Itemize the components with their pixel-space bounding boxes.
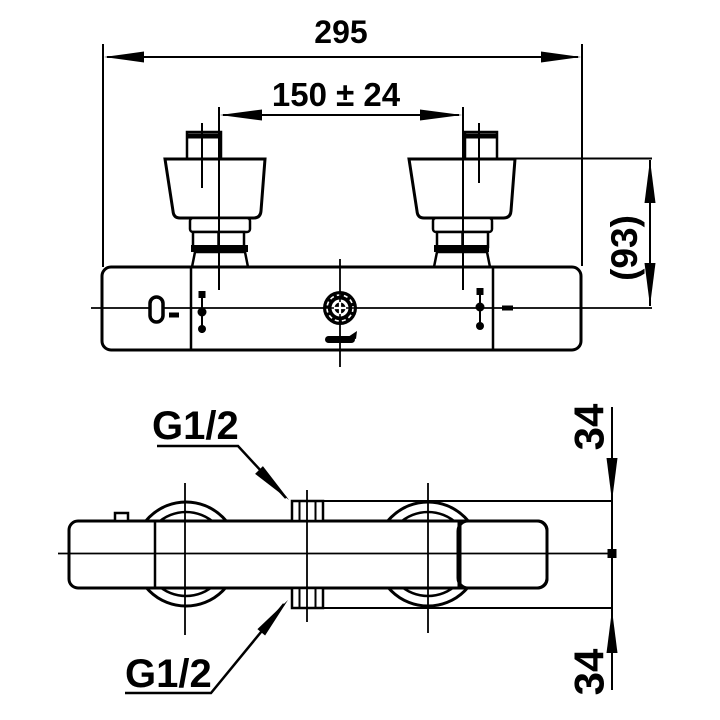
dim-label-34-top: 34 [566, 403, 613, 450]
dim-label-handle-spacing: 150 ± 24 [272, 76, 401, 113]
mixer-body-plan [67, 511, 549, 590]
thread-label-top: G1/2 [152, 404, 239, 448]
front-view [91, 44, 656, 367]
dim-handle-spacing [220, 109, 462, 121]
thread-label-bottom: G1/2 [125, 652, 212, 696]
dim-295 [104, 51, 581, 63]
central-outlet [323, 259, 357, 367]
dim-label-93: (93) [604, 215, 645, 281]
plan-view [58, 407, 618, 695]
right-indicator [475, 288, 485, 330]
dim-height-93 [515, 157, 656, 306]
left-handle [163, 123, 267, 269]
lever-indicator [325, 331, 357, 343]
dim-label-295: 295 [314, 14, 367, 50]
temperature-marking [148, 295, 179, 324]
top-thread-leader [157, 444, 289, 500]
dim-offsets-34 [323, 407, 618, 690]
dim-label-34-bottom: 34 [566, 648, 613, 695]
bottom-thread-leader [125, 600, 288, 695]
left-indicator [197, 291, 207, 333]
